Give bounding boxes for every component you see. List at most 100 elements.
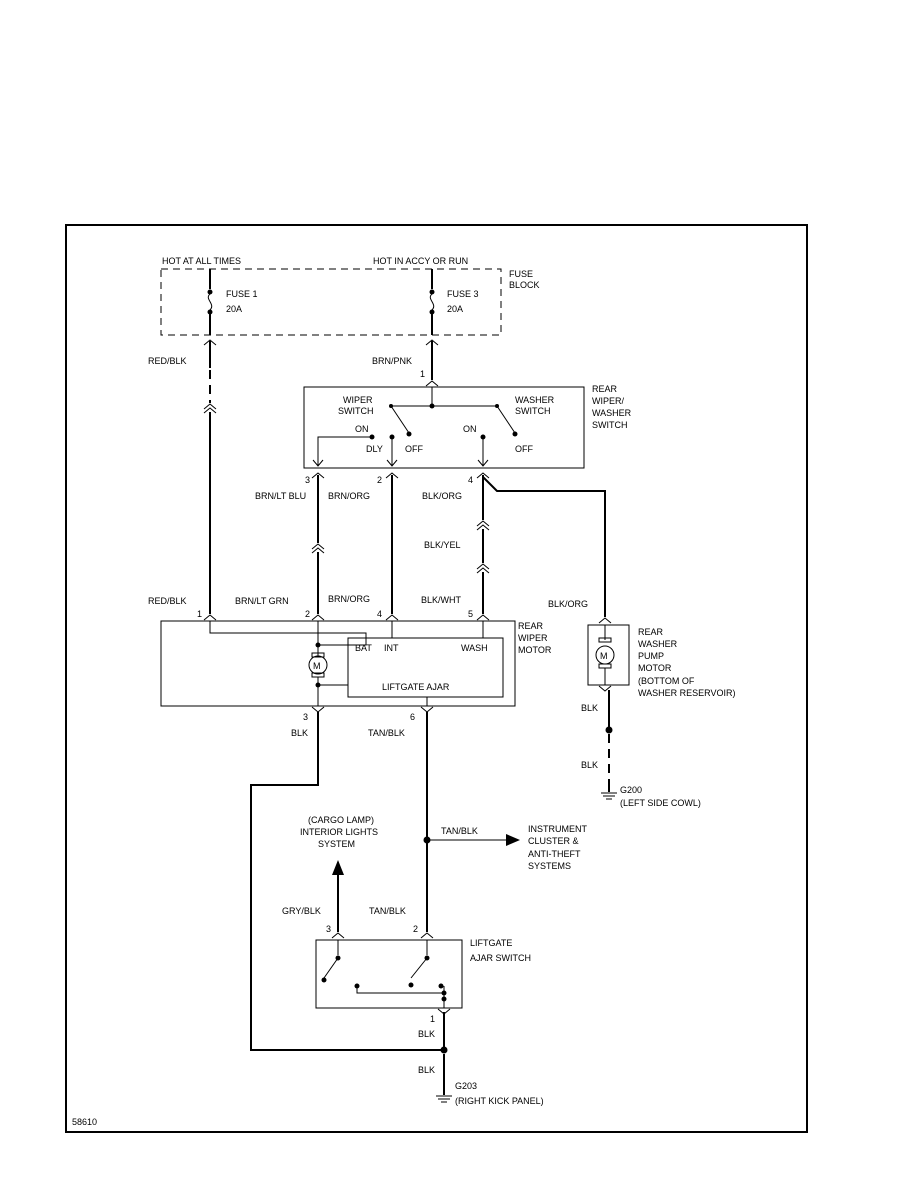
diagram-frame [65, 224, 808, 1133]
pump-title-6: WASHER RESERVOIR) [638, 688, 736, 698]
washer-on-label: ON [463, 424, 477, 434]
wiper-switch-label-2: SWITCH [338, 406, 374, 416]
wire-tan-blk [420, 712, 520, 939]
switch-title-1: REAR [592, 384, 618, 394]
rear-washer-pump-motor [587, 624, 630, 692]
wire-brn-lt-blu [311, 472, 325, 621]
wire-label-blk-wht: BLK/WHT [421, 595, 462, 605]
wire-blk-motor-ground [250, 712, 444, 1051]
wire-label-blk-org-pump: BLK/ORG [548, 599, 588, 609]
fuse-3-rating: 20A [447, 304, 463, 314]
motor-title-2: WIPER [518, 633, 548, 643]
wiper-off-label: OFF [405, 444, 423, 454]
cargo-lamp-line-3: SYSTEM [318, 839, 355, 849]
wire-label-red-blk-mid: RED/BLK [148, 596, 187, 606]
wire-label-brn-org-top: BRN/ORG [328, 491, 370, 501]
wire-label-tan-blk-branch: TAN/BLK [441, 826, 478, 836]
motor-bat-label: BAT [355, 643, 372, 653]
pin-motor-5: 5 [468, 609, 473, 619]
ground-g200-location: (LEFT SIDE COWL) [620, 798, 701, 808]
switch-title-2: WIPER/ [592, 396, 625, 406]
liftgate-switch-title-1: LIFTGATE [470, 938, 512, 948]
pin-motor-1: 1 [197, 609, 202, 619]
fuse-block-outline [160, 268, 502, 336]
motor-title-1: REAR [518, 621, 544, 631]
motor-title-3: MOTOR [518, 645, 552, 655]
switch-title-4: SWITCH [592, 420, 628, 430]
switch-box [303, 386, 585, 469]
switch-title-3: WASHER [592, 408, 632, 418]
pump-title-5: (BOTTOM OF [638, 676, 695, 686]
pump-title-2: WASHER [638, 639, 678, 649]
fuse-1-rating: 20A [226, 304, 242, 314]
wire-label-brn-lt-blu: BRN/LT BLU [255, 491, 306, 501]
wire-gry-blk [331, 860, 345, 939]
instrument-line-3: ANTI-THEFT [528, 849, 581, 859]
washer-switch-label-2: SWITCH [515, 406, 551, 416]
ground-g203-location: (RIGHT KICK PANEL) [455, 1096, 544, 1106]
wire-label-brn-lt-grn: BRN/LT GRN [235, 596, 289, 606]
motor-liftgate-ajar-label: LIFTGATE AJAR [382, 682, 450, 692]
pump-title-4: MOTOR [638, 663, 672, 673]
wire-label-tan-blk-motor: TAN/BLK [368, 728, 405, 738]
fuse-3-name: FUSE 3 [447, 289, 479, 299]
pin-motor-6: 6 [410, 712, 415, 722]
pin-switch-2: 2 [377, 475, 382, 485]
liftgate-switch-title-2: AJAR SWITCH [470, 953, 531, 963]
pin-liftgate-1: 1 [430, 1014, 435, 1024]
pin-switch-3: 3 [305, 475, 310, 485]
pin-switch-1: 1 [420, 369, 425, 379]
instrument-line-4: SYSTEMS [528, 861, 571, 871]
wiper-dly-label: DLY [366, 444, 383, 454]
pin-liftgate-2: 2 [413, 924, 418, 934]
motor-wash-label: WASH [461, 643, 488, 653]
wiper-on-label: ON [355, 424, 369, 434]
rear-wiper-motor [160, 620, 516, 707]
wire-label-brn-org-mid: BRN/ORG [328, 594, 370, 604]
instrument-line-2: CLUSTER & [528, 836, 579, 846]
motor-int-label: INT [384, 643, 399, 653]
pump-box [587, 624, 630, 686]
fuse-block-label-1: FUSE [509, 269, 533, 279]
washer-off-label: OFF [515, 444, 533, 454]
washer-switch-label-1: WASHER [515, 395, 555, 405]
wire-label-gry-blk: GRY/BLK [282, 906, 321, 916]
wire-label-red-blk-top: RED/BLK [148, 356, 187, 366]
liftgate-ajar-switch [315, 939, 463, 1009]
wire-label-blk-sw-1: BLK [418, 1029, 435, 1039]
wire-red-blk [203, 339, 217, 621]
hot-at-all-times-label: HOT AT ALL TIMES [162, 256, 241, 266]
figure-id: 58610 [72, 1117, 97, 1127]
wire-blk-liftgate-ground [436, 1008, 452, 1103]
wire-label-blk-motor: BLK [291, 728, 308, 738]
ground-g200: G200 [620, 785, 642, 795]
motor-control-module [347, 637, 504, 698]
pump-m-label: M [600, 651, 608, 661]
pump-title-3: PUMP [638, 651, 664, 661]
motor-box [160, 620, 516, 707]
pump-title-1: REAR [638, 627, 664, 637]
wire-label-blk-org-top: BLK/ORG [422, 491, 462, 501]
instrument-line-1: INSTRUMENT [528, 824, 587, 834]
wire-brn-org [385, 472, 399, 621]
cargo-lamp-line-1: (CARGO LAMP) [308, 815, 374, 825]
pin-switch-4: 4 [468, 475, 473, 485]
wire-blk-org [476, 472, 490, 621]
fuse-1-name: FUSE 1 [226, 289, 258, 299]
hot-in-accy-label: HOT IN ACCY OR RUN [373, 256, 468, 266]
wire-label-blk-yel: BLK/YEL [424, 540, 461, 550]
pin-liftgate-3: 3 [326, 924, 331, 934]
pin-motor-4: 4 [377, 609, 382, 619]
wire-brn-pnk [425, 339, 439, 387]
motor-m-label: M [313, 661, 321, 671]
pin-motor-3: 3 [303, 712, 308, 722]
wire-label-blk-pump-1: BLK [581, 703, 598, 713]
fuse-1-symbol [207, 269, 213, 335]
fuse-block: FUSE BLOCK HOT AT ALL TIMES HOT IN ACCY … [160, 256, 540, 336]
wire-label-tan-blk-switch: TAN/BLK [369, 906, 406, 916]
wiper-switch-label-1: WIPER [343, 395, 373, 405]
wire-label-blk-sw-2: BLK [418, 1065, 435, 1075]
ground-g203: G203 [455, 1081, 477, 1091]
rear-wiper-washer-switch [303, 386, 585, 469]
